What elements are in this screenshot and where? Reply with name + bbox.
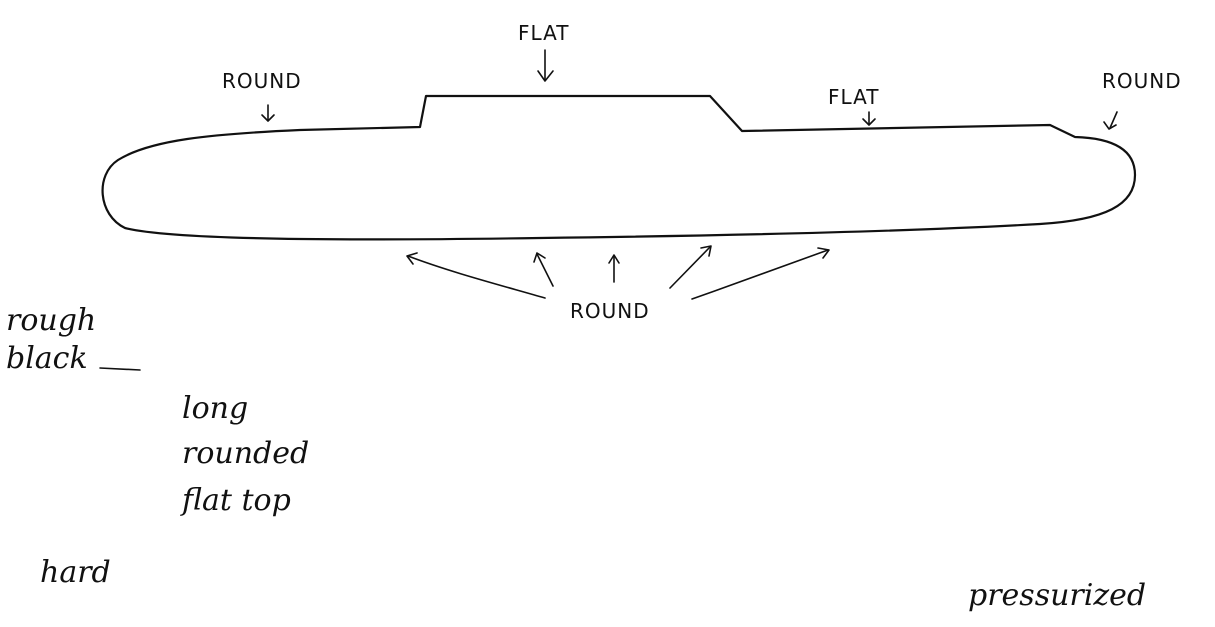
arrow-flat-top bbox=[537, 49, 554, 82]
note-pressurized: pressurized bbox=[968, 578, 1146, 613]
arrow-bottom-1 bbox=[407, 255, 546, 299]
note-black-underline bbox=[99, 367, 141, 371]
note-flat-top: flat top bbox=[180, 483, 291, 518]
label-round-bottom: ROUND bbox=[570, 299, 650, 323]
label-round-left: ROUND bbox=[222, 69, 302, 93]
label-flat-top: FLAT bbox=[518, 21, 569, 45]
note-long: long bbox=[182, 391, 248, 426]
note-rough: rough bbox=[6, 303, 96, 338]
hull-outline bbox=[101, 94, 1137, 241]
note-black: black bbox=[6, 341, 88, 376]
arrow-round-right bbox=[1103, 111, 1118, 130]
note-rounded: rounded bbox=[182, 436, 309, 471]
label-flat-right: FLAT bbox=[828, 85, 879, 109]
arrow-bottom-2 bbox=[536, 253, 554, 287]
arrow-round-left bbox=[261, 104, 275, 122]
arrow-bottom-5 bbox=[691, 249, 829, 300]
note-hard: hard bbox=[40, 555, 111, 590]
arrows-round-bottom bbox=[406, 245, 830, 300]
arrow-bottom-4 bbox=[669, 246, 711, 289]
arrow-flat-right bbox=[862, 111, 876, 126]
label-round-right: ROUND bbox=[1102, 69, 1182, 93]
